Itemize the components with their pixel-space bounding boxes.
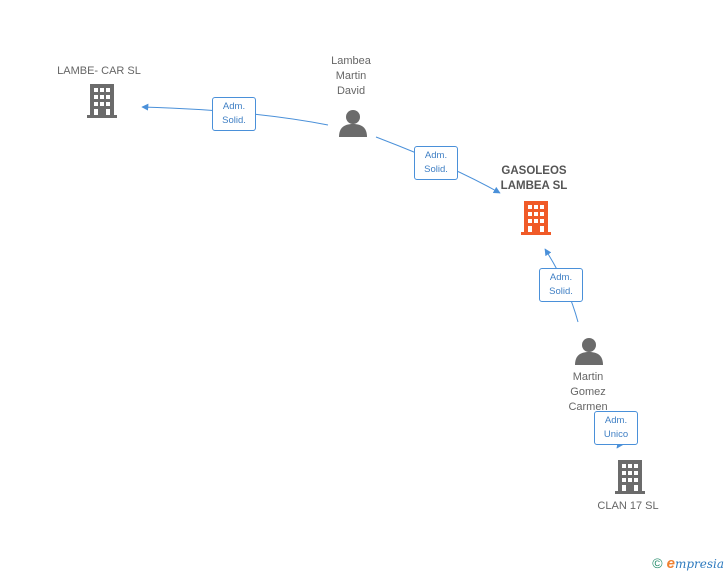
node-label-lambea-martin[interactable]: Lambea Martin David (310, 54, 392, 99)
person-name-line: Lambea (331, 55, 371, 67)
person-icon[interactable] (575, 338, 603, 365)
edge-label-adm-solid[interactable]: Adm. Solid. (539, 268, 583, 302)
brand-name: mpresia (674, 557, 724, 571)
edge-label-adm-solid[interactable]: Adm. Solid. (414, 146, 458, 180)
footer-brand: ©empresia (652, 555, 724, 572)
node-label-gasoleos[interactable]: GASOLEOS LAMBEA SL (482, 164, 586, 194)
person-name-line: Carmen (568, 401, 608, 413)
person-name-line: Martin (572, 371, 604, 383)
company-name-line: LAMBEA SL (500, 180, 568, 192)
person-name-line: Martin (335, 70, 367, 82)
edge-label-adm-unico[interactable]: Adm. Unico (594, 411, 638, 445)
node-label-lambe-car[interactable]: LAMBE- CAR SL (40, 64, 158, 79)
brand-initial: e (666, 555, 675, 572)
company-name-line: GASOLEOS (501, 165, 567, 177)
node-label-clan17[interactable]: CLAN 17 SL (580, 499, 676, 514)
building-icon[interactable] (87, 84, 117, 118)
copyright-symbol: © (652, 555, 663, 571)
building-icon[interactable] (615, 460, 645, 494)
edge-label-adm-solid[interactable]: Adm. Solid. (212, 97, 256, 131)
person-name-line: David (336, 85, 366, 97)
node-label-martin-gomez[interactable]: Martin Gomez Carmen (548, 370, 628, 415)
company-name: CLAN 17 SL (597, 500, 659, 512)
person-icon[interactable] (339, 110, 367, 137)
building-icon[interactable] (521, 201, 551, 235)
company-name: LAMBE- CAR SL (57, 65, 141, 77)
person-name-line: Gomez (570, 386, 606, 398)
